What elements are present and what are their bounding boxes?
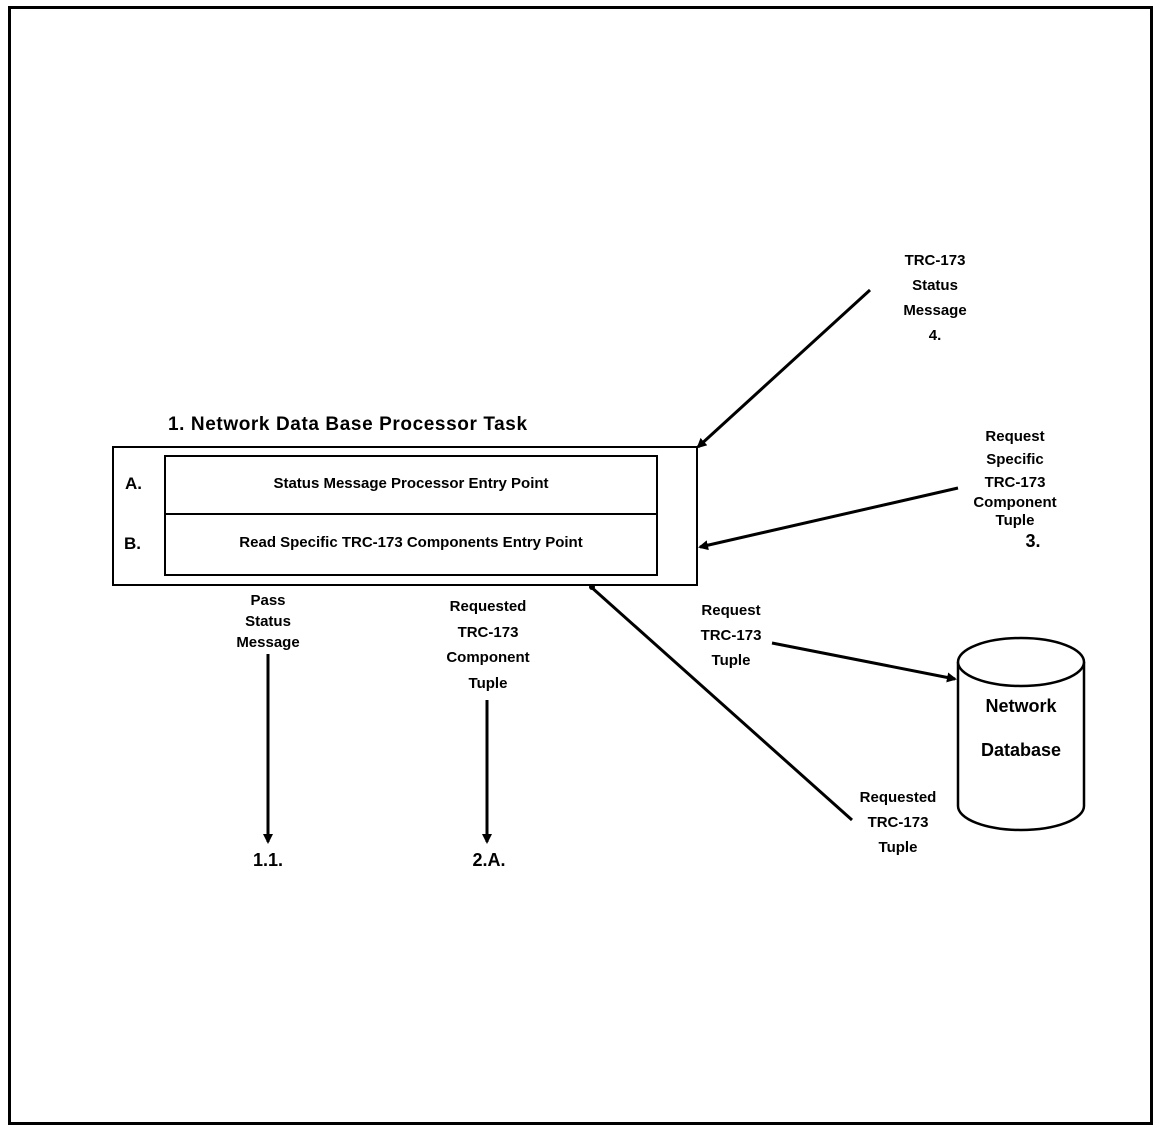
status-message-label: TRC-173 Status Message 4.: [880, 248, 990, 348]
request-tuple-line: Tuple: [711, 652, 751, 669]
requested-component-label: Requested TRC-173 Component Tuple: [420, 594, 556, 696]
entry-a-label: Status Message Processor Entry Point: [273, 475, 549, 492]
pass-status-line: Message: [236, 634, 300, 651]
database-cylinder: [956, 636, 1086, 832]
requested-component-line: Component: [446, 649, 530, 666]
pass-status-line: Pass: [250, 592, 286, 609]
request-component-line: 3.: [1025, 531, 1041, 551]
request-tuple-line: Request: [701, 602, 761, 619]
entry-points-box: [164, 455, 658, 576]
status-message-line: TRC-173: [904, 252, 966, 269]
diagram-frame: [8, 6, 1153, 1125]
request-component-label: Request Specific TRC-173 Component Tuple…: [960, 425, 1070, 551]
target-1-1: 1.1.: [252, 850, 284, 870]
status-message-line: Status: [912, 277, 958, 294]
entry-divider: [164, 513, 658, 515]
task-title: 1. Network Data Base Processor Task: [168, 414, 528, 435]
status-message-arrow: [696, 288, 872, 449]
database-name-line2: Database: [980, 740, 1062, 760]
pass-status-line: Status: [245, 613, 291, 630]
requested-component-line: Requested: [449, 598, 527, 615]
status-message-line: 4.: [928, 327, 942, 344]
requested-component-line: TRC-173: [457, 623, 519, 641]
entry-b-letter: B.: [124, 534, 141, 553]
target-2-a: 2.A.: [472, 850, 506, 870]
requested-tuple-line: Requested: [859, 789, 937, 806]
requested-tuple-label: Requested TRC-173 Tuple: [843, 785, 953, 860]
database-name-line1: Network: [985, 696, 1057, 716]
request-tuple-label: Request TRC-173 Tuple: [676, 598, 786, 673]
requested-tuple-line: [589, 584, 853, 822]
status-message-line: Message: [903, 302, 967, 319]
request-tuple-arrow: [771, 641, 957, 683]
request-component-line: Request: [985, 428, 1045, 445]
pass-status-label: Pass Status Message: [213, 590, 323, 653]
task-box: [112, 446, 698, 586]
requested-component-line: Tuple: [468, 674, 508, 692]
entry-b-label: Read Specific TRC-173 Components Entry P…: [239, 534, 583, 551]
request-tuple-line: TRC-173: [700, 627, 762, 644]
request-component-line: Tuple: [995, 512, 1035, 529]
request-component-line: Specific: [986, 451, 1044, 468]
request-component-line: TRC-173: [984, 474, 1046, 491]
entry-a-letter: A.: [125, 474, 142, 493]
request-component-line: Component: [973, 494, 1057, 511]
requested-tuple-line: Tuple: [878, 839, 918, 856]
requested-tuple-line: TRC-173: [867, 814, 929, 831]
request-component-arrow: [698, 486, 959, 551]
